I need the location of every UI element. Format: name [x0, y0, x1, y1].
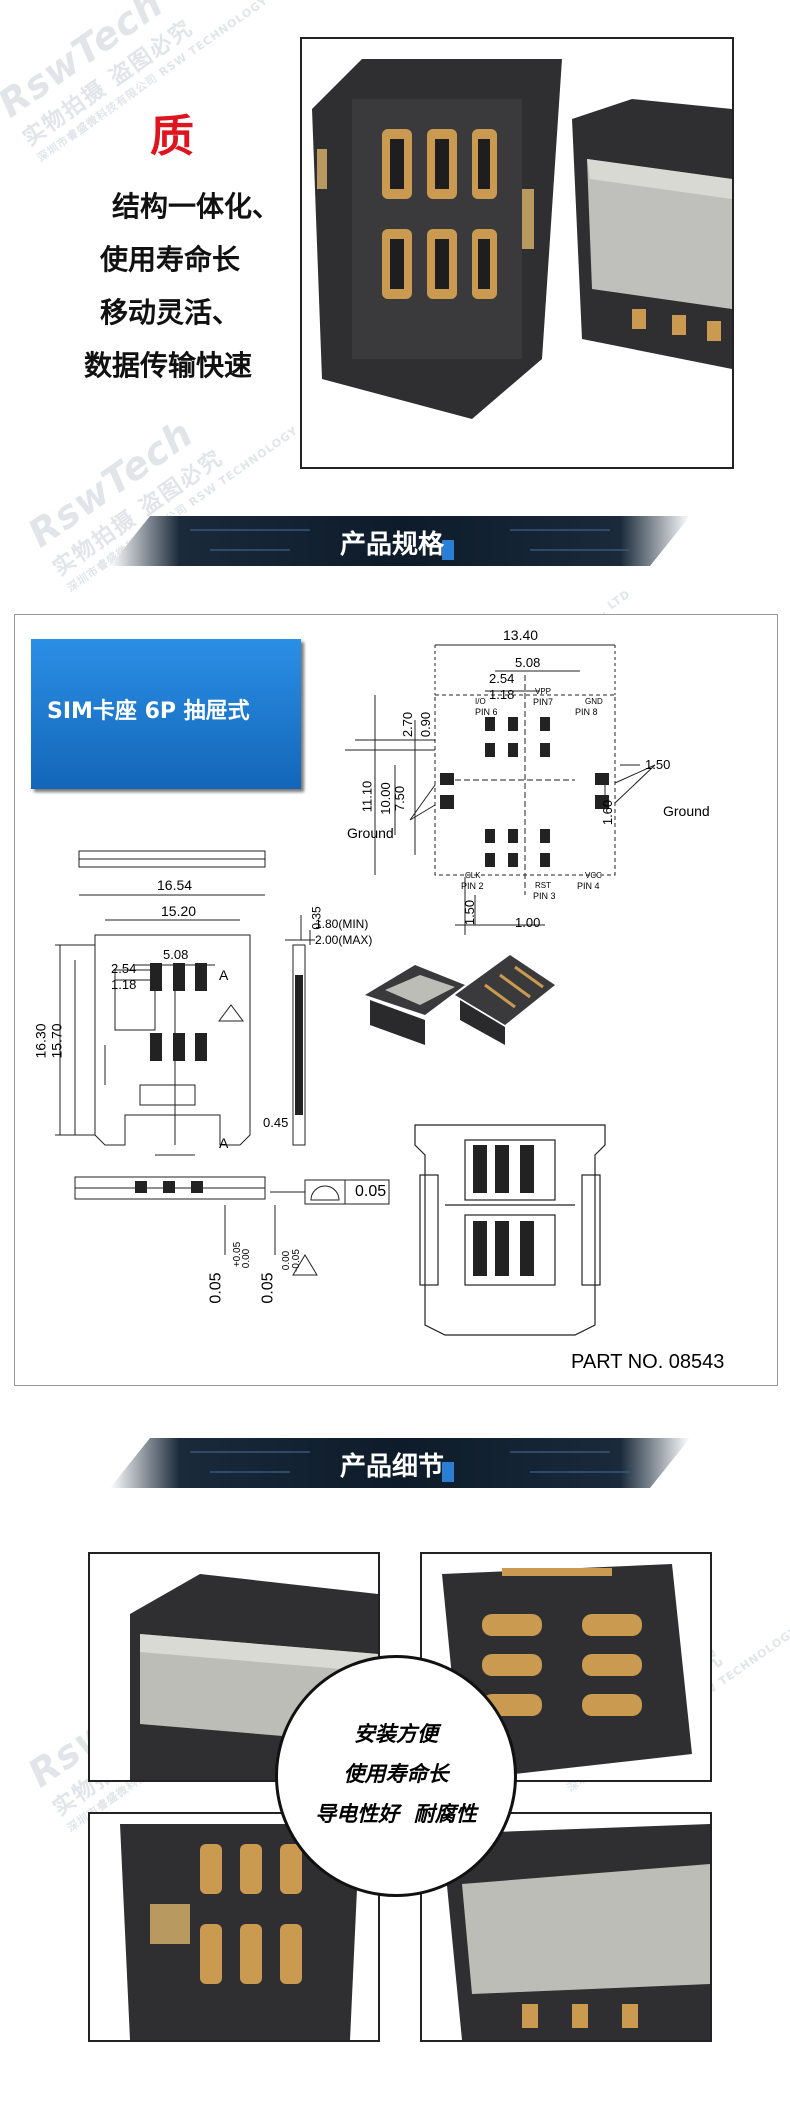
dim-label: 1.50 — [645, 757, 671, 772]
pin-label: PIN 2 — [461, 881, 484, 891]
ground-label: Ground — [347, 825, 394, 841]
dim-label: 1.18 — [489, 687, 515, 702]
dim-label: 1.60 — [600, 799, 616, 826]
dim-label: 10.00 — [377, 782, 393, 815]
detail-photo — [88, 1552, 380, 1782]
tolerance-value: 0.05 — [259, 1272, 277, 1304]
detail-line: 导电性好 耐腐性 — [315, 1802, 477, 1826]
pin-signal-label: GND — [585, 697, 603, 706]
detail-circle: 安装方便 使用寿命长 导电性好 耐腐性 — [275, 1655, 517, 1897]
pin-signal-label: RST — [535, 881, 551, 890]
quality-char: 质 — [150, 111, 194, 162]
dim-label: 7.50 — [392, 785, 408, 812]
dim-label: 1.80(MIN) — [315, 917, 369, 931]
section-banner: 产品规格 — [90, 510, 700, 572]
pin-signal-label: CLK — [465, 871, 481, 880]
dim-label: 1.00 — [515, 915, 541, 930]
dim-label: 0.90 — [418, 711, 434, 738]
product-photo-main — [300, 37, 734, 469]
ground-label: Ground — [663, 803, 710, 819]
watermark-logo: RswTech — [0, 0, 172, 127]
pin-label: PIN 8 — [575, 707, 598, 717]
dim-label: 2.54 — [489, 671, 515, 686]
detail-photo — [88, 1812, 380, 2042]
pin-label: PIN7 — [533, 697, 554, 707]
dim-label: 1.18 — [111, 977, 137, 992]
tolerance-value: 0.05 — [207, 1272, 225, 1304]
detail-line: 安装方便 — [354, 1722, 438, 1746]
detail-photo — [420, 1812, 712, 2042]
dim-label: 2.00(MAX) — [315, 933, 373, 947]
dim-label: 13.40 — [503, 627, 539, 643]
tolerance-lower: 0.00 — [241, 1248, 253, 1269]
spec-badge: SIM卡座 6P 抽屉式 — [31, 639, 301, 789]
flatness-value: 0.05 — [355, 1183, 387, 1200]
spec-badge-label: SIM卡座 6P 抽屉式 — [47, 699, 250, 724]
dim-label: 16.30 — [32, 1023, 49, 1059]
dim-label: 15.20 — [161, 903, 197, 919]
dim-label: 11.10 — [359, 780, 375, 813]
dim-label: 0.45 — [263, 1115, 289, 1130]
dim-label: 16.54 — [157, 877, 193, 893]
detail-line: 使用寿命长 — [343, 1762, 449, 1786]
dim-label: 15.70 — [48, 1023, 65, 1059]
feature-line: 移动灵活、 — [100, 296, 241, 329]
dim-label: 1.50 — [462, 899, 478, 926]
dim-label: 5.08 — [163, 947, 189, 962]
section-title: 产品规格 — [340, 530, 445, 560]
dim-label: 2.70 — [400, 711, 416, 738]
section-label: A — [219, 967, 229, 983]
section-label: A — [219, 1135, 229, 1151]
feature-line: 结构一体化、 — [112, 190, 281, 223]
spec-drawing: SIM卡座 6P 抽屉式 — [14, 614, 778, 1386]
dim-label: 2.54 — [111, 961, 137, 976]
tolerance-lower: -0.05 — [290, 1249, 302, 1272]
section-banner: 产品细节 — [90, 1432, 700, 1494]
pin-signal-label: VCC — [585, 871, 602, 880]
section-title: 产品细节 — [340, 1452, 445, 1482]
pin-signal-label: VPP — [535, 687, 552, 696]
dim-label: 0.35 — [309, 906, 324, 930]
pin-label: PIN 4 — [577, 881, 600, 891]
dim-label: 5.08 — [515, 655, 541, 670]
pin-signal-label: I/O — [475, 697, 486, 706]
part-number: PART NO. 08543 — [571, 1351, 725, 1373]
pin-label: PIN 3 — [533, 891, 556, 901]
feature-line: 使用寿命长 — [100, 243, 241, 276]
feature-line: 数据传输快速 — [84, 349, 253, 382]
pin-label: PIN 6 — [475, 707, 498, 717]
